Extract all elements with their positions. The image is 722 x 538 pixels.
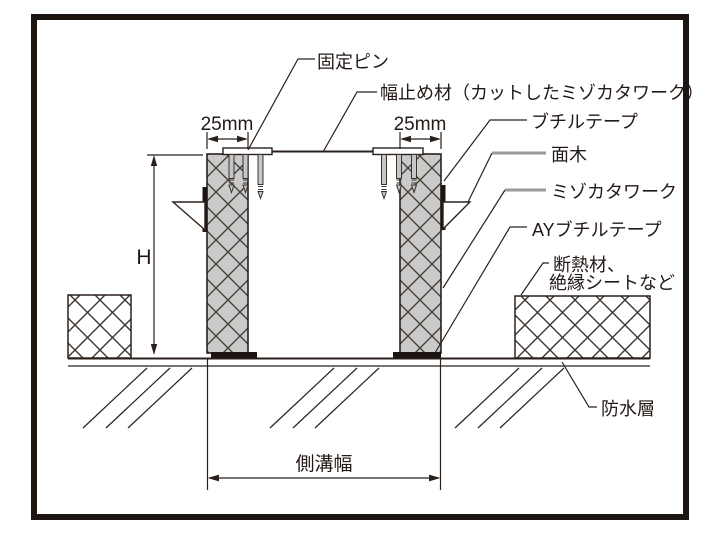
leader-insulation xyxy=(520,262,549,296)
fixing-pin xyxy=(395,154,403,195)
dim-height-label: H xyxy=(136,246,151,269)
leader-waterproof xyxy=(561,361,597,408)
fixing-pin xyxy=(228,154,235,195)
diagram-frame xyxy=(31,14,689,520)
label-mizokatawork: ミゾカタワーク xyxy=(551,182,677,202)
ay-butyl-tape-left xyxy=(211,352,257,358)
chamfer-strip-left xyxy=(171,201,206,232)
dim-height xyxy=(147,154,203,355)
fixing-pin xyxy=(410,154,418,195)
dim-25mm-left xyxy=(206,132,249,149)
ay-butyl-tape-right xyxy=(393,352,441,358)
chamfer-strip-right xyxy=(442,201,472,231)
leader-chamfer-strip xyxy=(467,152,493,203)
label-ay-butyl-tape: AYブチルテープ xyxy=(532,219,662,240)
label-chamfer-strip: 面木 xyxy=(551,145,587,165)
dim-25mm-left-label: 25mm xyxy=(201,114,254,135)
fixing-pins-right xyxy=(380,154,418,200)
insulation-block-left xyxy=(67,294,132,359)
mizokatawork-pillar-left xyxy=(206,153,249,354)
dim-gutter-width xyxy=(206,358,442,490)
insulation-block-right xyxy=(514,295,651,359)
label-butyl-tape: ブチルテープ xyxy=(531,111,638,132)
leader-lines xyxy=(247,58,597,408)
top-plate-right xyxy=(372,147,424,156)
dim-25mm-right xyxy=(399,132,442,149)
fixing-pin xyxy=(257,154,264,200)
dim-gutter-width-label: 側溝幅 xyxy=(295,453,352,475)
soil-hatch xyxy=(82,367,565,429)
leader-butyl-tape xyxy=(443,119,527,182)
dim-25mm-right-label: 25mm xyxy=(394,114,447,135)
label-waterproof-layer: 防水層 xyxy=(601,399,655,419)
label-width-stopper: 幅止め材（カットしたミゾカタワーク） xyxy=(380,83,704,103)
leader-ay-butyl-tape xyxy=(434,226,527,354)
fixing-pins-left xyxy=(228,154,264,200)
leader-width-stopper xyxy=(322,91,377,153)
leader-mizokatawork xyxy=(442,189,506,289)
fixing-pin xyxy=(380,154,388,200)
label-insulation-line2: 絶縁シートなど xyxy=(549,273,675,293)
leader-fixing-pin xyxy=(247,58,315,151)
label-insulation-line1: 断熱材、 xyxy=(553,255,625,275)
fixing-pin xyxy=(242,154,249,195)
mizokatawork-pillar-right xyxy=(399,153,442,354)
label-fixing-pin: 固定ピン xyxy=(317,52,389,72)
